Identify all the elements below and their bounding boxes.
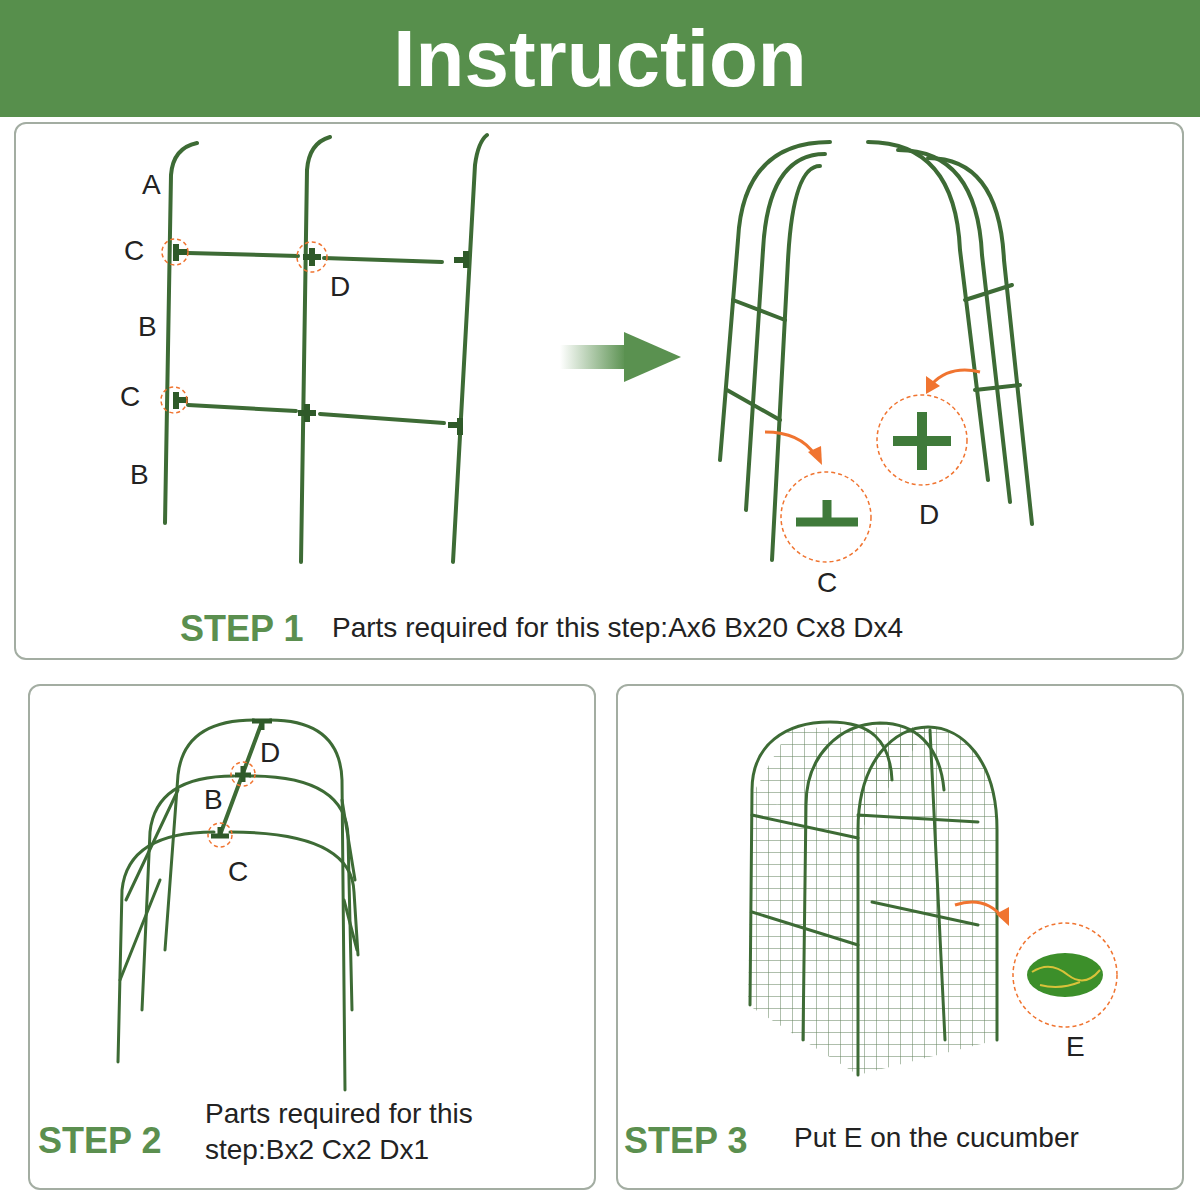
cross-bar xyxy=(188,405,296,411)
part-label: D xyxy=(260,738,280,769)
callout-arrowhead xyxy=(808,446,822,465)
side-bar xyxy=(752,815,858,838)
t-connector xyxy=(176,244,188,261)
part-label: C xyxy=(120,382,140,413)
part-label: D xyxy=(330,272,350,303)
side-bar xyxy=(126,790,178,900)
part-label: C xyxy=(817,568,837,599)
callout-circle xyxy=(231,762,255,786)
arch xyxy=(165,720,345,1090)
cross-bar xyxy=(324,258,442,262)
tunnel-poles xyxy=(750,722,997,1075)
side-bar xyxy=(752,912,858,945)
cross-bar xyxy=(320,414,444,423)
callout-circle xyxy=(877,395,967,485)
step-number: STEP 2 xyxy=(38,1118,161,1165)
callout-arrow xyxy=(765,432,815,455)
callout-circles xyxy=(161,239,327,413)
side-bar xyxy=(344,900,357,950)
callout-arrow xyxy=(932,370,980,384)
side-bar xyxy=(858,815,978,822)
arch xyxy=(803,723,944,1040)
step-panel: STEP 1 Parts required for this step:Ax6 B… xyxy=(14,122,1184,660)
part-label: C xyxy=(228,857,248,888)
side-bar xyxy=(120,880,160,980)
ridge-arches xyxy=(118,720,358,1090)
part-label: B xyxy=(138,312,157,343)
step-number: STEP 1 xyxy=(180,606,303,653)
t-connector xyxy=(252,721,272,730)
net-roll xyxy=(1027,953,1103,997)
side-bar xyxy=(965,285,1012,300)
side-bar xyxy=(872,902,978,925)
direction-arrow-head xyxy=(624,332,681,382)
t-connector xyxy=(211,827,229,836)
part-label: B xyxy=(130,460,149,491)
flat-frame xyxy=(165,135,487,562)
side-bar xyxy=(342,800,355,880)
side-bar xyxy=(727,390,780,420)
connector-pieces xyxy=(176,244,466,435)
side-bar xyxy=(733,300,785,320)
callout-circle xyxy=(297,242,327,272)
step-panel: STEP 2 Parts required for this step:Bx2 C… xyxy=(28,684,596,1190)
part-label: C xyxy=(124,236,144,267)
t-connector xyxy=(454,251,466,268)
callout-arrowhead xyxy=(996,907,1009,926)
cross-connector xyxy=(235,766,251,782)
callout-circle xyxy=(161,387,187,413)
arch xyxy=(118,832,358,1062)
callout-circle xyxy=(208,823,232,847)
parts-list: Parts required for this step:Bx2 Cx2 Dx1 xyxy=(205,1096,575,1169)
callout-circle xyxy=(162,239,188,265)
cross-bar xyxy=(188,253,298,256)
side-pole xyxy=(930,730,945,1040)
part-label: B xyxy=(204,785,223,816)
callout-arrowhead xyxy=(926,376,940,394)
part-label: D xyxy=(919,500,939,531)
ridge-bar xyxy=(220,722,262,835)
step-number: STEP 3 xyxy=(624,1118,747,1165)
instruction-text: Put E on the cucumber xyxy=(794,1120,1079,1156)
pole xyxy=(165,143,197,523)
t-connector xyxy=(448,418,460,435)
netted-tunnel xyxy=(748,722,997,1075)
parts-list: Parts required for this step:Ax6 Bx20 Cx… xyxy=(332,610,903,646)
arch xyxy=(750,722,892,1005)
cross-connector xyxy=(298,404,316,422)
assembled-arches xyxy=(720,142,1032,560)
t-connector-detail xyxy=(796,500,858,522)
callout-circle xyxy=(781,472,871,562)
direction-arrow-shaft xyxy=(560,345,626,369)
callout-arrow xyxy=(955,902,1003,918)
callout-circle xyxy=(1013,923,1117,1027)
pole xyxy=(453,135,487,562)
part-label: A xyxy=(142,170,161,201)
part-label: E xyxy=(1066,1032,1085,1063)
side-bar xyxy=(975,385,1020,390)
pole xyxy=(301,137,330,562)
cross-connector xyxy=(303,248,321,266)
title-band: Instruction xyxy=(0,0,1200,117)
arch xyxy=(142,776,352,1010)
step-panel: STEP 3 Put E on the cucumber xyxy=(616,684,1184,1190)
t-connector xyxy=(176,392,188,409)
title-text: Instruction xyxy=(393,19,806,99)
net-roll-detail xyxy=(1032,967,1100,987)
cross-connector-detail xyxy=(893,412,951,470)
